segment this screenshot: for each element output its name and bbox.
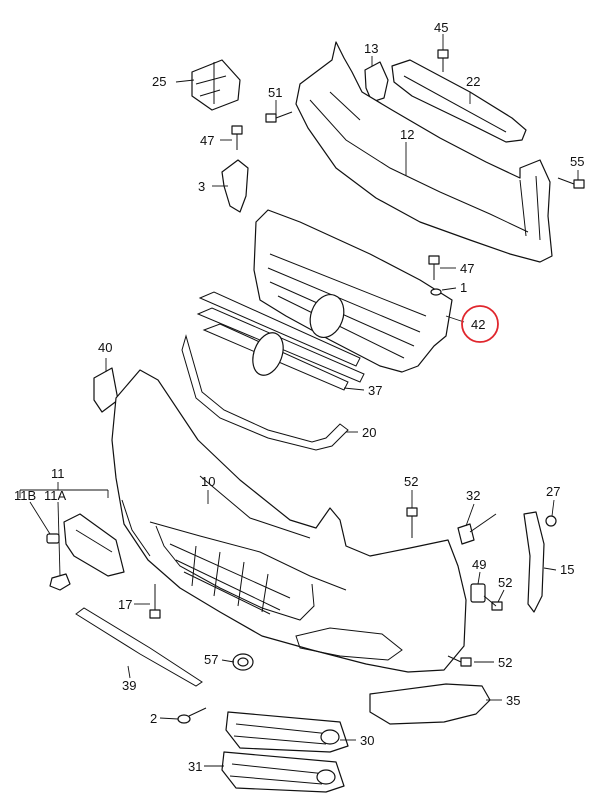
callout-52-mid: 52	[498, 575, 512, 590]
screw-52a	[406, 507, 418, 538]
callout-11b: 11B	[14, 488, 36, 503]
part-49-clip	[470, 583, 486, 603]
part-11b-clip	[46, 533, 60, 544]
part-3-side-bracket	[221, 159, 249, 213]
part-13-clip	[364, 61, 389, 103]
callout-13: 13	[364, 41, 378, 56]
part-25-bracket	[191, 59, 241, 111]
part-15-side-guide	[523, 511, 545, 613]
part-39-strip	[75, 607, 203, 687]
highlight-circle-42	[461, 305, 499, 343]
part-11-plate-bracket	[63, 513, 125, 577]
callout-20: 20	[362, 425, 376, 440]
callout-10: 10	[201, 474, 215, 489]
part-42-radiator-grille	[253, 209, 453, 373]
callout-3: 3	[198, 179, 205, 194]
callout-35: 35	[506, 693, 520, 708]
screw-52b	[483, 595, 503, 611]
callout-40: 40	[98, 340, 112, 355]
part-37-trim-strips	[196, 291, 365, 391]
callout-51: 51	[268, 85, 282, 100]
callout-57: 57	[204, 652, 218, 667]
callout-25: 25	[152, 74, 166, 89]
callout-1: 1	[460, 280, 467, 295]
part-40-bracket	[93, 367, 119, 413]
callout-37: 37	[368, 383, 382, 398]
callout-11: 11	[51, 466, 65, 481]
callout-labels: 45 13 25 51 22 47 12 55 3 47 1 42 40 37 …	[14, 20, 584, 774]
screw-45	[437, 49, 449, 72]
part-12-cross-member	[295, 41, 553, 263]
callout-49: 49	[472, 557, 486, 572]
callout-22: 22	[466, 74, 480, 89]
part-22-absorber	[391, 59, 527, 143]
callout-27: 27	[546, 484, 560, 499]
callout-52-upper: 52	[404, 474, 418, 489]
washer-1	[430, 288, 442, 296]
callout-39: 39	[122, 678, 136, 693]
callout-47-upper: 47	[200, 133, 214, 148]
callout-12: 12	[400, 127, 414, 142]
screw-55	[557, 177, 585, 189]
screw-51	[265, 111, 293, 123]
screw-47b	[428, 255, 440, 280]
callout-30: 30	[360, 733, 374, 748]
fastener-group	[149, 49, 585, 724]
screw-17	[149, 584, 161, 619]
callout-45: 45	[434, 20, 448, 35]
screw-47a	[231, 125, 243, 150]
callout-32: 32	[466, 488, 480, 503]
callout-2: 2	[150, 711, 157, 726]
part-11a-clip	[49, 573, 71, 591]
part-35-lower-trim	[369, 683, 491, 725]
part-27-nut	[545, 515, 557, 527]
part-57-ring	[232, 653, 254, 671]
callout-42: 42	[471, 317, 485, 332]
part-30-grille-insert	[225, 711, 349, 753]
callout-47-grille: 47	[460, 261, 474, 276]
callout-52-lower: 52	[498, 655, 512, 670]
callout-55: 55	[570, 154, 584, 169]
callout-15: 15	[560, 562, 574, 577]
part-32-screw	[457, 513, 497, 545]
part-20-moulding	[181, 334, 349, 451]
callout-31: 31	[188, 759, 202, 774]
callout-17: 17	[118, 597, 132, 612]
screw-52c	[447, 655, 472, 667]
leader-lines	[19, 34, 579, 767]
screw-2	[177, 707, 207, 724]
callout-11a: 11A	[44, 488, 66, 503]
part-10-bumper-cover	[111, 369, 467, 673]
part-31-grille-insert	[221, 751, 345, 793]
